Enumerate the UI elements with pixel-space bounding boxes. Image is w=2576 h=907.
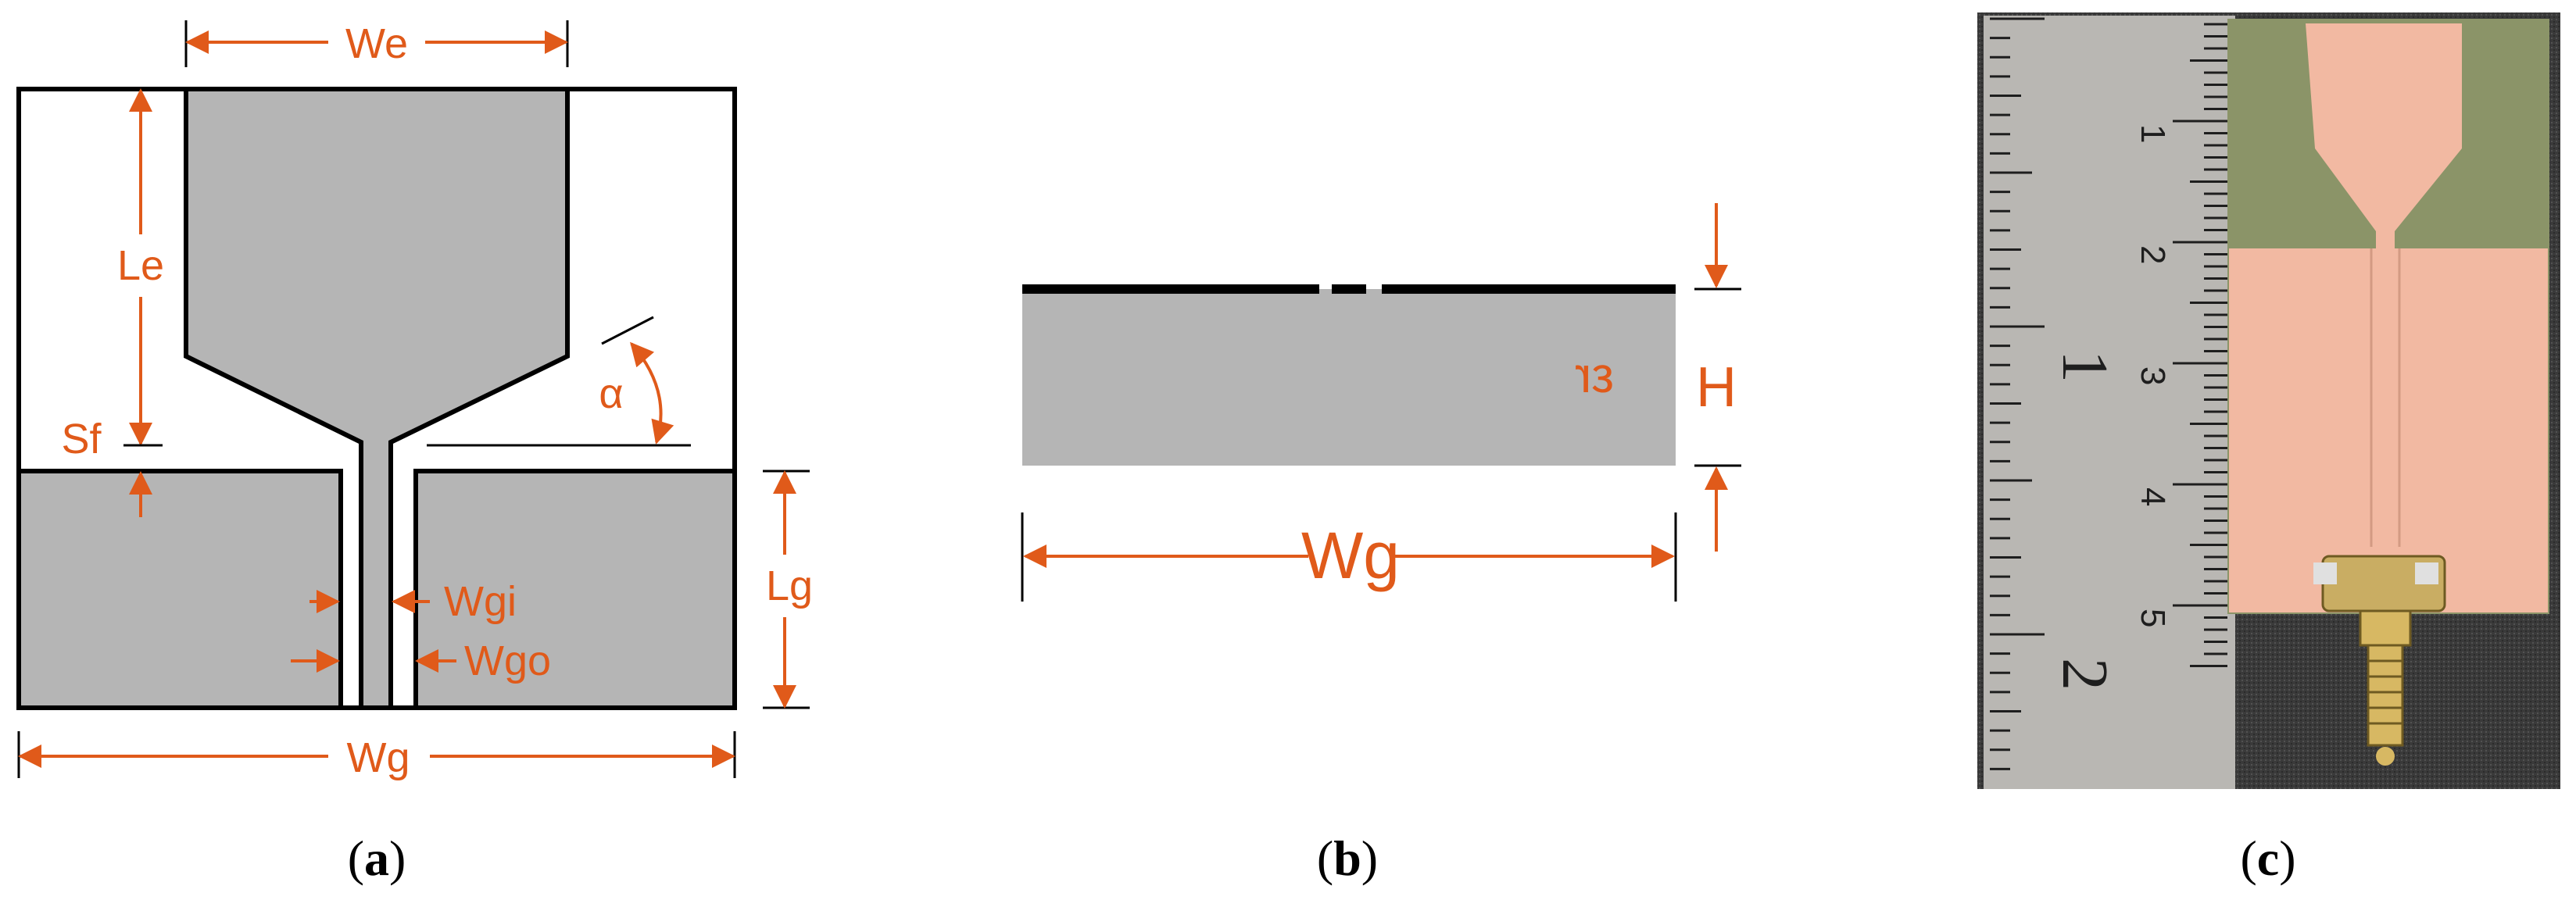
label-we: We <box>345 20 408 67</box>
ruler-cm-label: 1 <box>2134 124 2172 143</box>
panel-b-antenna-side-view: εr H Wg (b) <box>1021 203 1741 886</box>
ruler-ticks <box>1990 17 2227 770</box>
caption-a: (a) <box>348 830 406 886</box>
caption-b: (b) <box>1317 830 1378 886</box>
dielectric-substrate <box>1022 289 1676 466</box>
ground-plane-right <box>413 469 737 710</box>
label-sf: Sf <box>61 416 102 462</box>
caption-c: (c) <box>2240 830 2295 886</box>
label-wgi: Wgi <box>444 578 517 625</box>
label-h: H <box>1696 356 1737 419</box>
label-wg-a: Wg <box>347 734 410 781</box>
top-metal-right <box>1382 284 1676 294</box>
pcb-copper-patch <box>2306 23 2462 231</box>
label-le: Le <box>117 242 164 289</box>
label-epsilon-r: εr <box>1575 347 1614 403</box>
panel-a-antenna-top-view: We Le Sf α Lg Wgi Wgo Wg (a) <box>16 20 813 886</box>
ruler-cm-label: 5 <box>2134 609 2172 627</box>
pcb-feedline <box>2376 227 2395 555</box>
ruler <box>1984 16 2235 789</box>
ruler-cm-label: 3 <box>2134 366 2172 385</box>
label-alpha: α <box>599 370 623 417</box>
ground-plane-left <box>16 469 343 710</box>
ruler-cm-label: 2 <box>2134 245 2172 264</box>
label-lg: Lg <box>766 562 813 609</box>
label-wgo: Wgo <box>464 637 551 684</box>
ruler-inch-label: 1 <box>2048 350 2121 383</box>
ruler-inch-label: 2 <box>2048 658 2121 691</box>
ruler-cm-labels: 1 2 3 4 5 <box>2134 124 2172 627</box>
top-metal-left <box>1022 284 1319 294</box>
alpha-angle-arc <box>630 341 674 445</box>
alpha-reference-slanted <box>601 316 654 345</box>
sma-connector <box>2313 555 2446 766</box>
ruler-cm-label: 4 <box>2134 487 2172 506</box>
label-wg-b: Wg <box>1301 519 1400 592</box>
top-metal-center <box>1332 284 1366 294</box>
ruler-inch-labels: 12 <box>2048 350 2121 691</box>
radiating-patch-and-feedline <box>184 87 570 710</box>
